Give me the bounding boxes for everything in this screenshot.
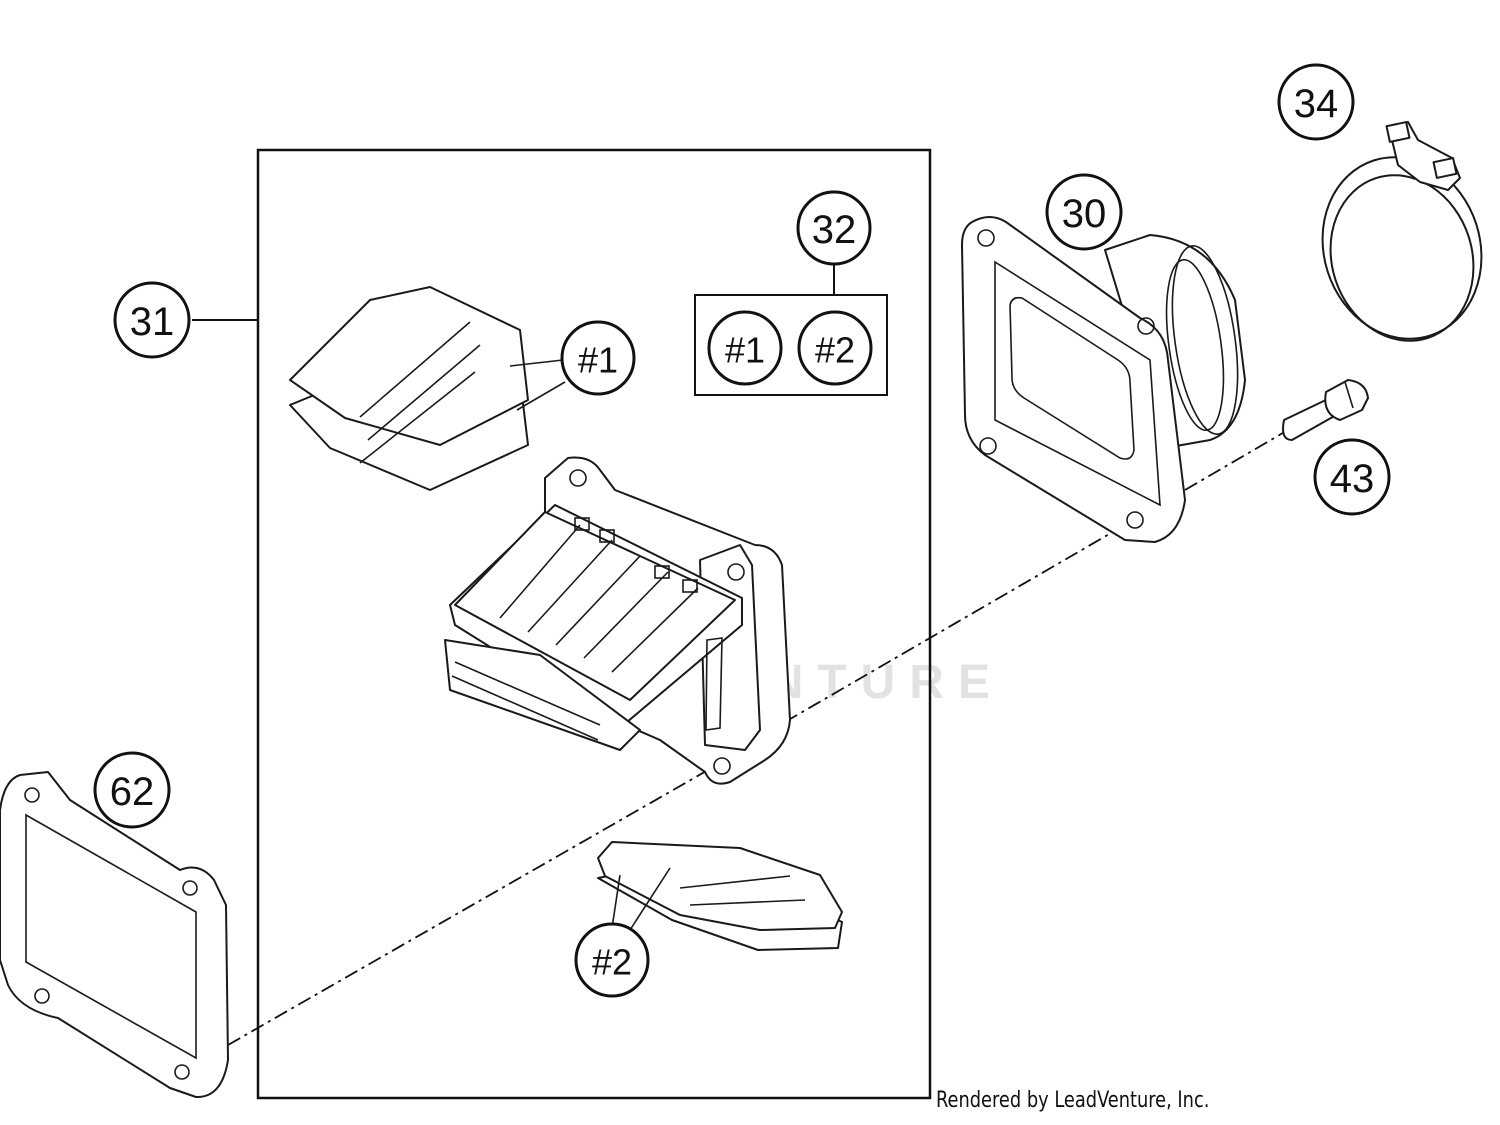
callout-32-1[interactable]: #1 (707, 310, 783, 386)
intake-flange-30[interactable] (961, 216, 1248, 543)
svg-text:#2: #2 (592, 942, 632, 983)
hose-clamp-34[interactable] (1299, 121, 1500, 360)
callout-34[interactable]: 34 (1277, 63, 1355, 141)
leader-line-2a (611, 874, 621, 929)
kit-box-32 (694, 294, 888, 396)
gasket-62[interactable] (0, 771, 229, 1099)
bolt-43[interactable] (1282, 379, 1369, 441)
render-credit: Rendered by LeadVenture, Inc. (936, 1088, 1210, 1113)
svg-text:31: 31 (130, 300, 175, 344)
svg-text:62: 62 (110, 770, 155, 814)
svg-text:43: 43 (1330, 457, 1375, 501)
callout-31[interactable]: 31 (113, 281, 191, 359)
callout-32-2[interactable]: #2 (797, 310, 873, 386)
svg-text:#2: #2 (815, 330, 855, 371)
leader-line-1b (516, 381, 566, 411)
reed-valve-block[interactable] (444, 456, 791, 785)
assembly-axis-upper (1184, 429, 1289, 491)
callout-1[interactable]: #1 (560, 320, 636, 396)
reed-petals-2[interactable] (597, 841, 843, 951)
leader-line-2b (629, 867, 671, 931)
reed-petals-1[interactable] (289, 286, 529, 491)
leader-line-1a (509, 359, 564, 367)
callout-2[interactable]: #2 (574, 922, 650, 998)
svg-text:32: 32 (812, 208, 857, 252)
callout-32[interactable]: 32 (796, 190, 872, 266)
callout-43[interactable]: 43 (1313, 438, 1391, 516)
svg-text:#1: #1 (725, 330, 765, 371)
kit-frame-31 (256, 148, 932, 1100)
svg-text:30: 30 (1062, 192, 1107, 236)
svg-text:34: 34 (1294, 82, 1339, 126)
callout-62[interactable]: 62 (93, 751, 171, 829)
callout-30[interactable]: 30 (1045, 173, 1123, 251)
assembly-axis-lower (227, 761, 723, 1046)
svg-text:#1: #1 (578, 340, 618, 381)
assembly-axis-middle (784, 521, 1131, 723)
